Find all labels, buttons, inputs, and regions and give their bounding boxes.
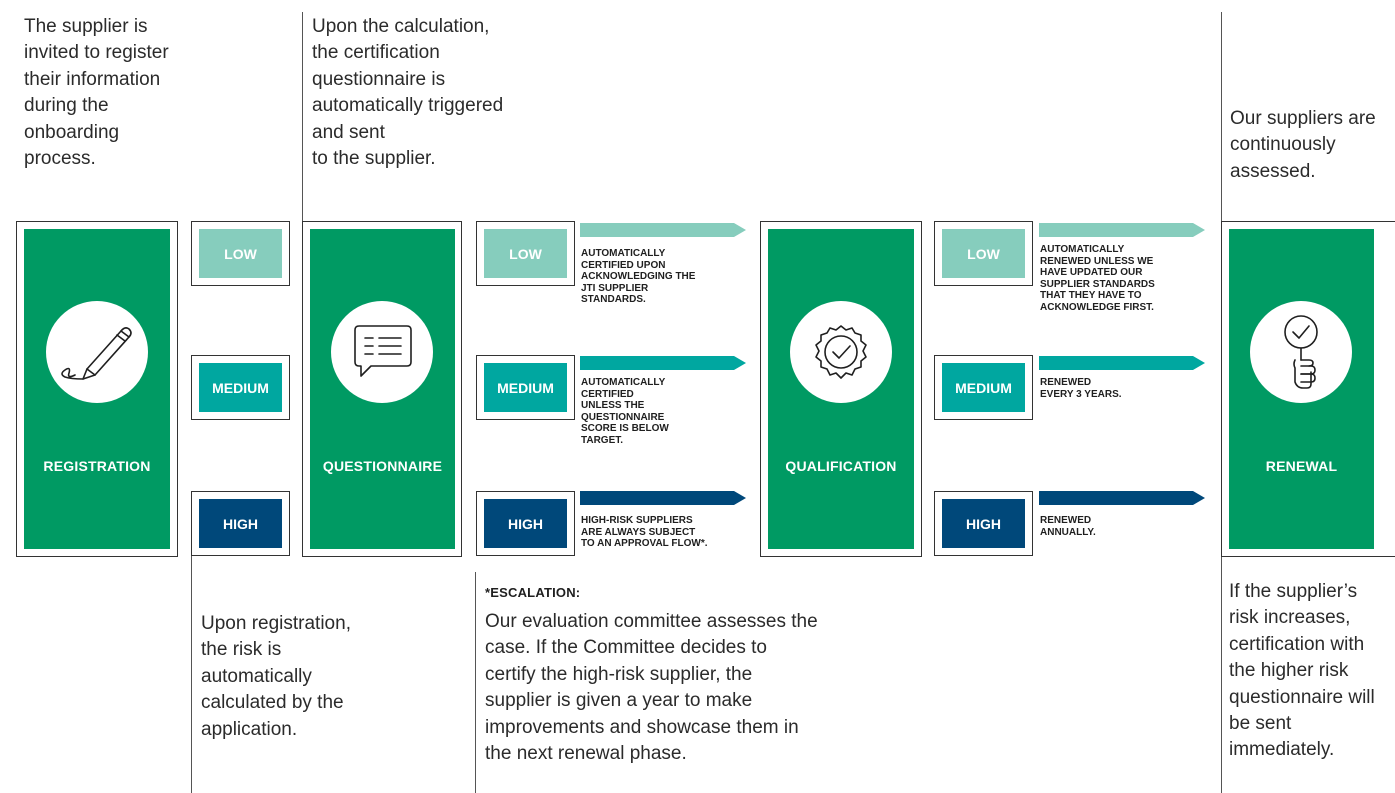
registration-label: REGISTRATION: [43, 458, 151, 474]
low-arrow: [580, 223, 746, 237]
speech-bubble-list-icon: [331, 301, 433, 403]
connector-line: [302, 12, 303, 222]
qualification-stage: QUALIFICATION: [768, 229, 914, 549]
risk-calculation-description: Upon registration, the risk is automatic…: [201, 613, 351, 740]
magnifier-check-icon: [1250, 301, 1352, 403]
questionnaire-stage: QUESTIONNAIRE: [310, 229, 455, 549]
renew-medium-caption: RENEWED EVERY 3 YEARS.: [1040, 377, 1122, 400]
renew-low-caption: AUTOMATICALLY RENEWED UNLESS WE HAVE UPD…: [1040, 244, 1155, 313]
connector-line: [1221, 556, 1222, 793]
renew-low-arrow: [1039, 223, 1205, 237]
qual-low-caption: AUTOMATICALLY CERTIFIED UPON ACKNOWLEDGI…: [581, 248, 696, 305]
qual-high-box: HIGH: [484, 499, 567, 548]
qual-high-caption: HIGH-RISK SUPPLIERS ARE ALWAYS SUBJECT T…: [581, 515, 708, 549]
renew-medium-arrow: [1039, 356, 1205, 370]
risk-medium-box: MEDIUM: [199, 363, 282, 412]
registration-description: The supplier is invited to register thei…: [24, 16, 169, 170]
pencil-icon: [46, 301, 148, 403]
qual-low-box: LOW: [484, 229, 567, 278]
registration-stage: REGISTRATION: [24, 229, 170, 549]
risk-low-box: LOW: [199, 229, 282, 278]
escalation-title: *ESCALATION:: [485, 585, 581, 600]
renew-medium-box: MEDIUM: [942, 363, 1025, 412]
renewal-description: Our suppliers are continuously assessed.: [1230, 108, 1376, 182]
qualification-label: QUALIFICATION: [785, 458, 897, 474]
risk-high-box: HIGH: [199, 499, 282, 548]
connector-line: [475, 572, 476, 793]
renew-high-arrow: [1039, 491, 1205, 505]
questionnaire-description: Upon the calculation, the certification …: [312, 16, 504, 170]
escalation-description: Our evaluation committee assesses the ca…: [485, 611, 818, 765]
renew-low-box: LOW: [942, 229, 1025, 278]
renew-high-caption: RENEWED ANNUALLY.: [1040, 515, 1096, 538]
qual-medium-caption: AUTOMATICALLY CERTIFIED UNLESS THE QUEST…: [581, 377, 669, 446]
renewal-stage: RENEWAL: [1229, 229, 1374, 549]
high-arrow: [580, 491, 746, 505]
renew-high-box: HIGH: [942, 499, 1025, 548]
renewal-label: RENEWAL: [1265, 458, 1338, 474]
questionnaire-label: QUESTIONNAIRE: [322, 458, 443, 474]
connector-line: [1221, 12, 1222, 222]
qual-medium-box: MEDIUM: [484, 363, 567, 412]
certified-badge-icon: [790, 301, 892, 403]
medium-arrow: [580, 356, 746, 370]
connector-line: [191, 556, 192, 793]
renewal-risk-description: If the supplier’s risk increases, certif…: [1229, 581, 1375, 761]
